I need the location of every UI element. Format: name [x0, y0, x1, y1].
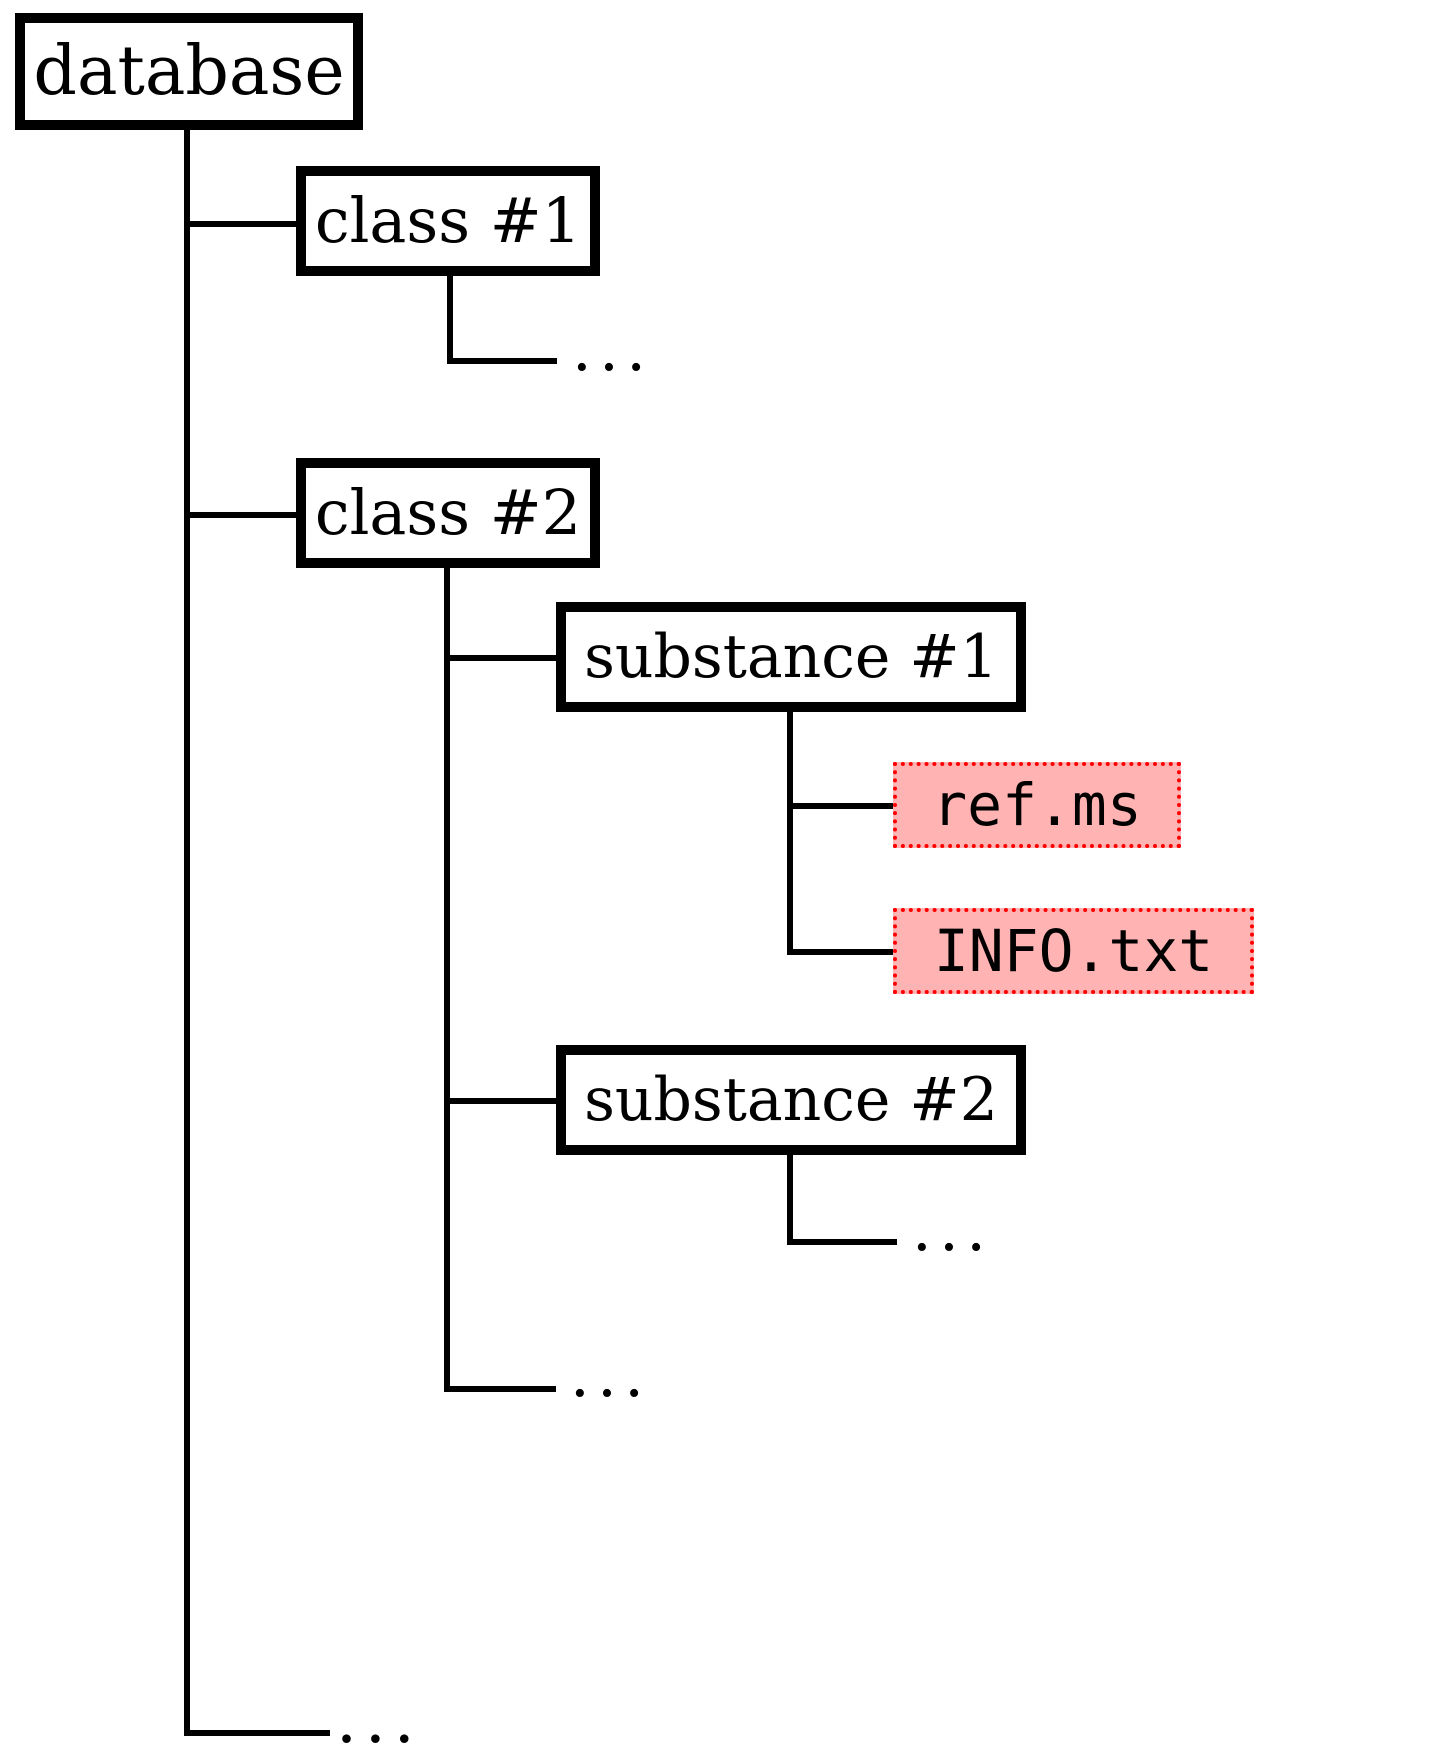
connector-class2-to-substance2: [444, 1098, 558, 1104]
file-ref-ms[interactable]: ref.ms: [893, 762, 1181, 848]
node-class-2-label: class #2: [314, 476, 582, 549]
ellipsis-database-more: ...: [336, 1681, 423, 1758]
node-class-1[interactable]: class #1: [296, 166, 600, 276]
connector-substance1-trunk: [787, 712, 793, 955]
connector-substance2-to-more: [787, 1239, 897, 1245]
connector-database-to-class2: [184, 512, 330, 518]
node-substance-2[interactable]: substance #2: [556, 1045, 1026, 1155]
connector-database-to-class1: [184, 221, 330, 227]
node-substance-1[interactable]: substance #1: [556, 602, 1026, 712]
connector-database-trunk: [184, 130, 190, 1736]
file-info-txt[interactable]: INFO.txt: [893, 908, 1254, 994]
ellipsis-class1-more: ...: [572, 312, 654, 385]
node-substance-1-label: substance #1: [584, 622, 998, 692]
connector-class1-trunk: [447, 276, 453, 364]
node-substance-2-label: substance #2: [584, 1065, 998, 1135]
node-database[interactable]: database: [15, 13, 363, 130]
connector-class2-to-more: [444, 1386, 556, 1392]
ellipsis-substance2-more: ...: [912, 1192, 994, 1265]
file-ref-ms-label: ref.ms: [932, 771, 1142, 839]
node-class-2[interactable]: class #2: [296, 458, 600, 568]
node-database-label: database: [33, 31, 345, 111]
connector-substance1-to-info: [787, 949, 897, 955]
node-class-1-label: class #1: [314, 184, 582, 257]
connector-class2-to-substance1: [444, 655, 558, 661]
connector-database-to-more: [184, 1730, 330, 1736]
ellipsis-class2-more: ...: [570, 1338, 652, 1411]
connector-substance2-trunk: [787, 1155, 793, 1245]
connector-class2-trunk: [444, 568, 450, 1392]
file-info-txt-label: INFO.txt: [933, 917, 1214, 985]
connector-substance1-to-ref: [787, 803, 897, 809]
connector-class1-to-more: [447, 358, 557, 364]
